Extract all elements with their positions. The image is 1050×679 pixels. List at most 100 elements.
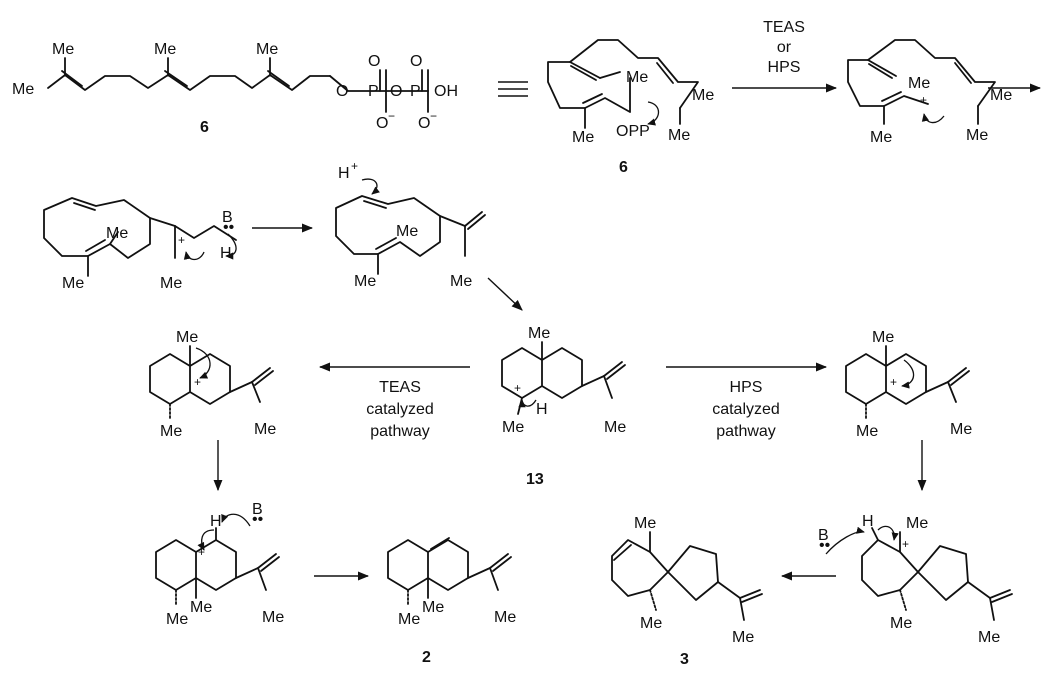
fpp-linear-structure <box>47 57 429 113</box>
pathway-label: pathway <box>716 423 776 440</box>
me-label: Me <box>572 129 594 146</box>
curved-arrow <box>225 233 237 260</box>
curved-arrow <box>901 359 915 389</box>
oxygen-label: O <box>368 53 380 70</box>
me-label: Me <box>262 609 284 626</box>
me-label: Me <box>52 41 74 58</box>
germacradienyl-cation-structure <box>43 197 237 277</box>
curved-arrow <box>877 525 899 541</box>
curved-arrow <box>197 529 215 551</box>
arrow-label: HPS <box>768 59 801 76</box>
minus-charge: − <box>430 109 437 123</box>
me-label: Me <box>12 81 34 98</box>
plus-charge: + <box>890 375 897 389</box>
curved-arrow <box>921 113 945 124</box>
plus-charge: + <box>194 375 201 389</box>
compound-number: 3 <box>680 651 689 668</box>
curved-arrow <box>647 101 660 126</box>
me-label: Me <box>176 329 198 346</box>
curved-arrow <box>183 251 205 261</box>
me-label: Me <box>890 615 912 632</box>
me-label: Me <box>450 273 472 290</box>
compound-number: 2 <box>422 649 431 666</box>
phosphorus-label: P <box>368 83 379 100</box>
me-label: Me <box>154 41 176 58</box>
plus-charge: + <box>902 537 909 551</box>
base-label: B <box>222 209 233 226</box>
compound-number: 6 <box>200 119 209 136</box>
phosphorus-label: P <box>410 83 421 100</box>
equivalence-sign <box>498 81 528 97</box>
base-label: B <box>252 501 263 518</box>
base-label: B <box>818 527 829 544</box>
plus-charge: + <box>351 159 358 173</box>
curved-arrow <box>221 513 251 527</box>
opp-label: OPP <box>616 123 650 140</box>
me-label: Me <box>254 421 276 438</box>
h-label: H <box>536 401 548 418</box>
h-label: H <box>210 513 222 530</box>
fpp-folded-structure <box>547 39 699 129</box>
me-label: Me <box>978 629 1000 646</box>
teas-eudesmane-cation-structure <box>149 345 274 421</box>
me-label: Me <box>950 421 972 438</box>
compound-number: 6 <box>619 159 628 176</box>
me-label: Me <box>626 69 648 86</box>
minus-charge: − <box>388 109 395 123</box>
me-label: Me <box>908 75 930 92</box>
me-label: Me <box>640 615 662 632</box>
eudesmane-cation-before-2-structure <box>155 527 280 607</box>
oxygen-label: O <box>410 53 422 70</box>
me-label: Me <box>528 325 550 342</box>
eudesmane-cation-13-structure <box>501 341 626 415</box>
me-label: Me <box>354 273 376 290</box>
hps-eudesmane-cation-structure <box>845 345 970 421</box>
oxygen-label: O <box>376 115 388 132</box>
me-label: Me <box>856 423 878 440</box>
plus-charge: + <box>198 545 205 559</box>
curved-arrow <box>518 399 537 408</box>
me-label: Me <box>166 611 188 628</box>
me-label: Me <box>966 127 988 144</box>
me-label: Me <box>62 275 84 292</box>
hydroxyl-label: OH <box>434 83 458 100</box>
proton-label: H <box>338 165 350 182</box>
plus-charge: + <box>514 381 521 395</box>
me-label: Me <box>160 423 182 440</box>
curved-arrow <box>361 178 380 195</box>
me-label: Me <box>732 629 754 646</box>
oxygen-label: O <box>418 115 430 132</box>
lone-pair: •• <box>819 537 830 554</box>
me-label: Me <box>396 223 418 240</box>
me-label: Me <box>494 609 516 626</box>
me-label: Me <box>398 611 420 628</box>
pathway-label: pathway <box>370 423 430 440</box>
pathway-label: TEAS <box>379 379 421 396</box>
pathway-label: catalyzed <box>366 401 434 418</box>
lone-pair: •• <box>223 219 234 236</box>
me-label: Me <box>256 41 278 58</box>
plus-charge: + <box>920 93 927 107</box>
plus-charge: + <box>178 233 185 247</box>
lone-pair: •• <box>252 511 263 528</box>
pathway-label: catalyzed <box>712 401 780 418</box>
me-label: Me <box>160 275 182 292</box>
arrow-label: or <box>777 39 792 56</box>
me-label: Me <box>190 599 212 616</box>
me-label: Me <box>502 419 524 436</box>
pathway-label: HPS <box>730 379 763 396</box>
reaction-arrow <box>487 277 523 311</box>
me-label: Me <box>872 329 894 346</box>
me-label: Me <box>604 419 626 436</box>
h-label: H <box>220 245 232 262</box>
spiro-cation-before-3-structure <box>861 527 1013 621</box>
me-label: Me <box>422 599 444 616</box>
me-label: Me <box>692 87 714 104</box>
product-2-structure <box>387 537 512 607</box>
curved-arrow <box>195 347 211 379</box>
allylic-cation-structure <box>847 39 996 125</box>
product-3-structure <box>611 531 763 621</box>
h-label: H <box>862 513 874 530</box>
curved-arrow <box>825 526 865 555</box>
